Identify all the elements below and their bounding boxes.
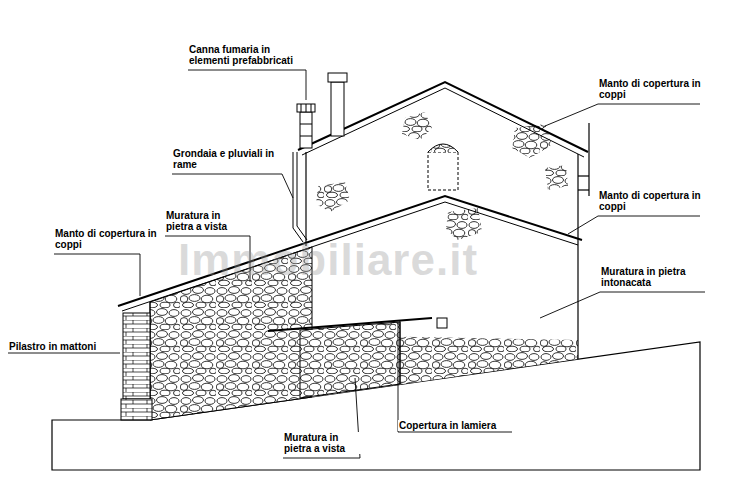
callout-label: Muratura in pietra intonacata xyxy=(600,266,694,288)
leader-lines xyxy=(8,70,705,458)
callout-label: Grondaia e pluviali in rame xyxy=(172,148,278,170)
callout-label: Canna fumaria in elementi prefabbricati xyxy=(188,44,312,66)
building-outline xyxy=(118,82,588,420)
callout-label: Pilastro in mattoni xyxy=(8,341,97,352)
callout-label: Muratura in pietra a vista xyxy=(283,432,363,454)
brick-pillar xyxy=(121,313,152,420)
watermark: Immobiliare.it xyxy=(178,236,478,284)
window xyxy=(428,144,458,190)
callout-label: Muratura in pietra a vista xyxy=(165,210,245,232)
antenna xyxy=(578,123,589,196)
callout-label: Manto di copertura in coppi xyxy=(598,190,702,212)
callout-label: Copertura in lamiera xyxy=(398,420,497,431)
stone-walls xyxy=(150,112,578,420)
chimneys xyxy=(297,73,347,148)
callout-label: Manto di copertura in coppi xyxy=(54,228,158,250)
downpipe xyxy=(293,152,307,242)
callout-label: Manto di copertura in coppi xyxy=(598,78,702,100)
